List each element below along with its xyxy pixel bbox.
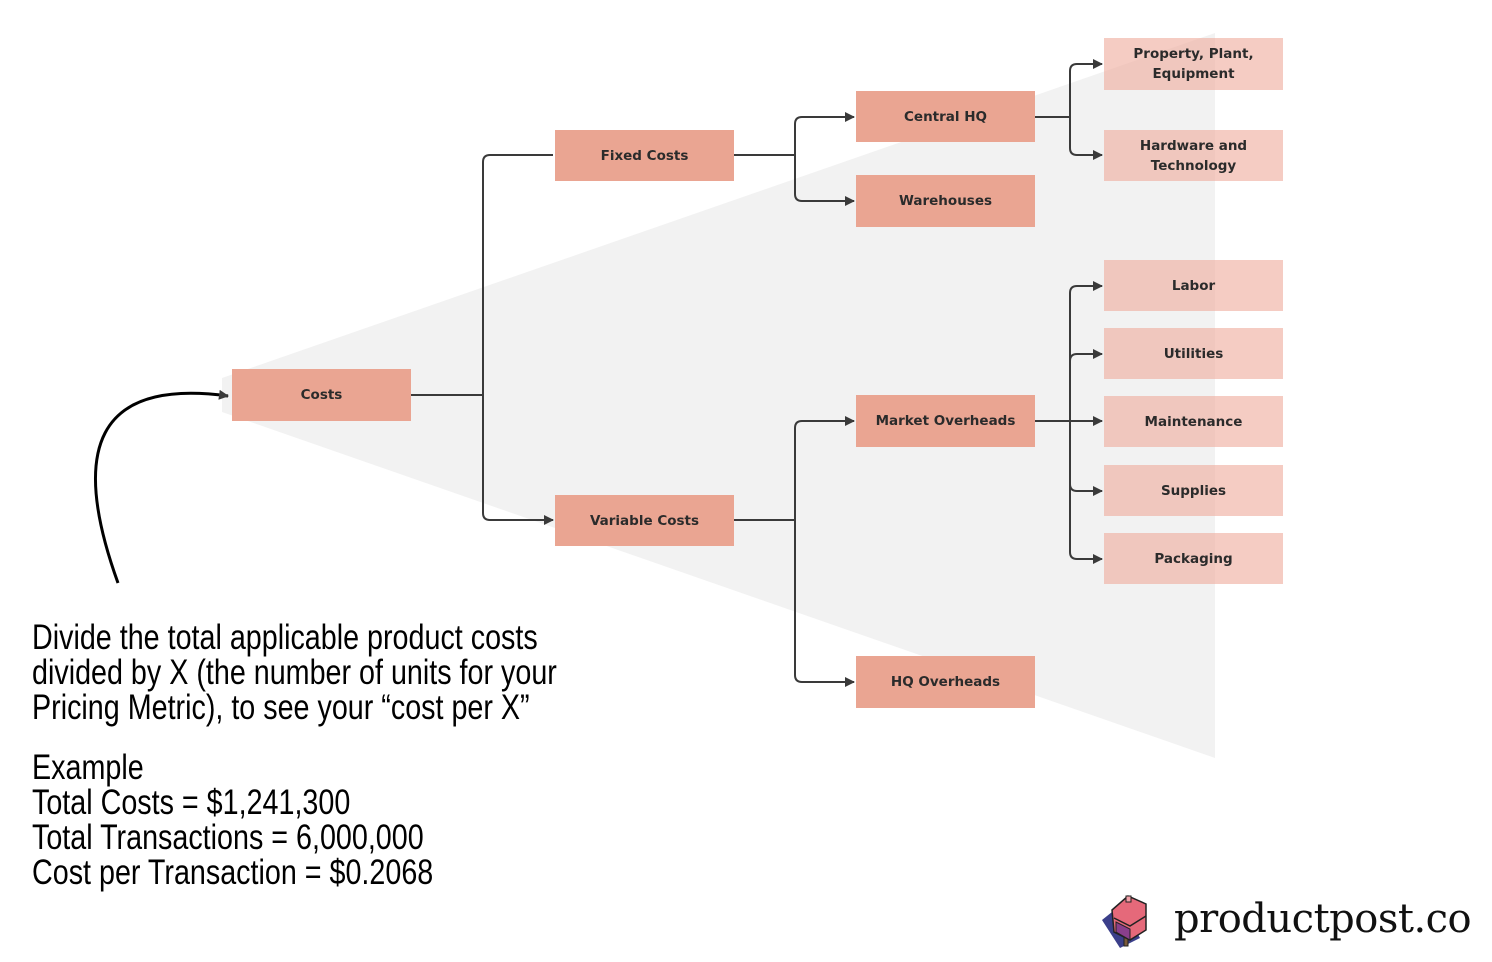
connector-centralhq-hardware: [1069, 117, 1103, 160]
node-label: Labor: [1171, 277, 1216, 294]
node-label: Market Overheads: [875, 413, 1016, 429]
node-supplies: Supplies: [1104, 465, 1283, 516]
connector-costs: [411, 154, 553, 520]
node-central-hq: Central HQ: [856, 91, 1035, 142]
node-label: Costs: [300, 387, 343, 403]
example-line: Total Transactions = 6,000,000: [32, 818, 424, 857]
node-label: Hardware and Technology: [1139, 137, 1248, 174]
node-label: Property, Plant, Equipment: [1133, 46, 1254, 82]
example-line: Total Costs = $1,241,300: [32, 783, 351, 822]
node-utilities: Utilities: [1104, 328, 1283, 379]
curved-pointer-arrow: [93, 389, 229, 584]
connector-market-packaging: [1069, 484, 1103, 564]
explanation-line: Pricing Metric), to see your “cost per X…: [32, 688, 530, 727]
explanation-text: Divide the total applicable product cost…: [32, 620, 557, 890]
node-variable-costs: Variable Costs: [555, 495, 734, 546]
node-label: Variable Costs: [589, 512, 700, 529]
example-line: Cost per Transaction = $0.2068: [32, 853, 434, 892]
node-label: Packaging: [1154, 550, 1233, 567]
node-packaging: Packaging: [1104, 533, 1283, 584]
node-labor: Labor: [1104, 260, 1283, 311]
brand-logo: productpost.co: [1100, 890, 1472, 948]
explanation-line: Divide the total applicable product cost…: [32, 618, 538, 657]
node-fixed-costs: Fixed Costs: [555, 130, 734, 181]
node-hq-overheads: HQ Overheads: [856, 656, 1035, 708]
node-market-overheads: Market Overheads: [856, 395, 1035, 447]
connector-market-labor: [1035, 281, 1103, 422]
node-label: Maintenance: [1144, 413, 1243, 430]
node-label: Supplies: [1160, 482, 1227, 499]
connector-variable-market: [734, 416, 855, 521]
node-label: Central HQ: [904, 108, 987, 125]
node-label: Warehouses: [898, 193, 993, 209]
connector-centralhq-ppe: [1035, 59, 1103, 118]
node-label: Utilities: [1163, 345, 1224, 362]
example-heading: Example: [32, 748, 144, 787]
node-property-plant-equipment: Property, Plant, Equipment: [1104, 38, 1283, 90]
connector-market-utilities: [1069, 349, 1103, 362]
node-hardware-technology: Hardware and Technology: [1104, 130, 1283, 181]
node-warehouses: Warehouses: [856, 175, 1035, 227]
connector-fixed-warehouses: [794, 155, 855, 206]
brand-name: productpost.co: [1174, 896, 1472, 942]
connector-variable-hq: [794, 520, 855, 687]
connector-fixed-centralhq: [734, 112, 855, 156]
explanation-line: divided by X (the number of units for yo…: [32, 653, 557, 692]
node-label: Fixed Costs: [600, 147, 689, 164]
mailbox-icon: [1102, 895, 1147, 948]
node-label: HQ Overheads: [890, 674, 1001, 690]
node-maintenance: Maintenance: [1104, 396, 1283, 447]
node-costs: Costs: [232, 369, 411, 421]
